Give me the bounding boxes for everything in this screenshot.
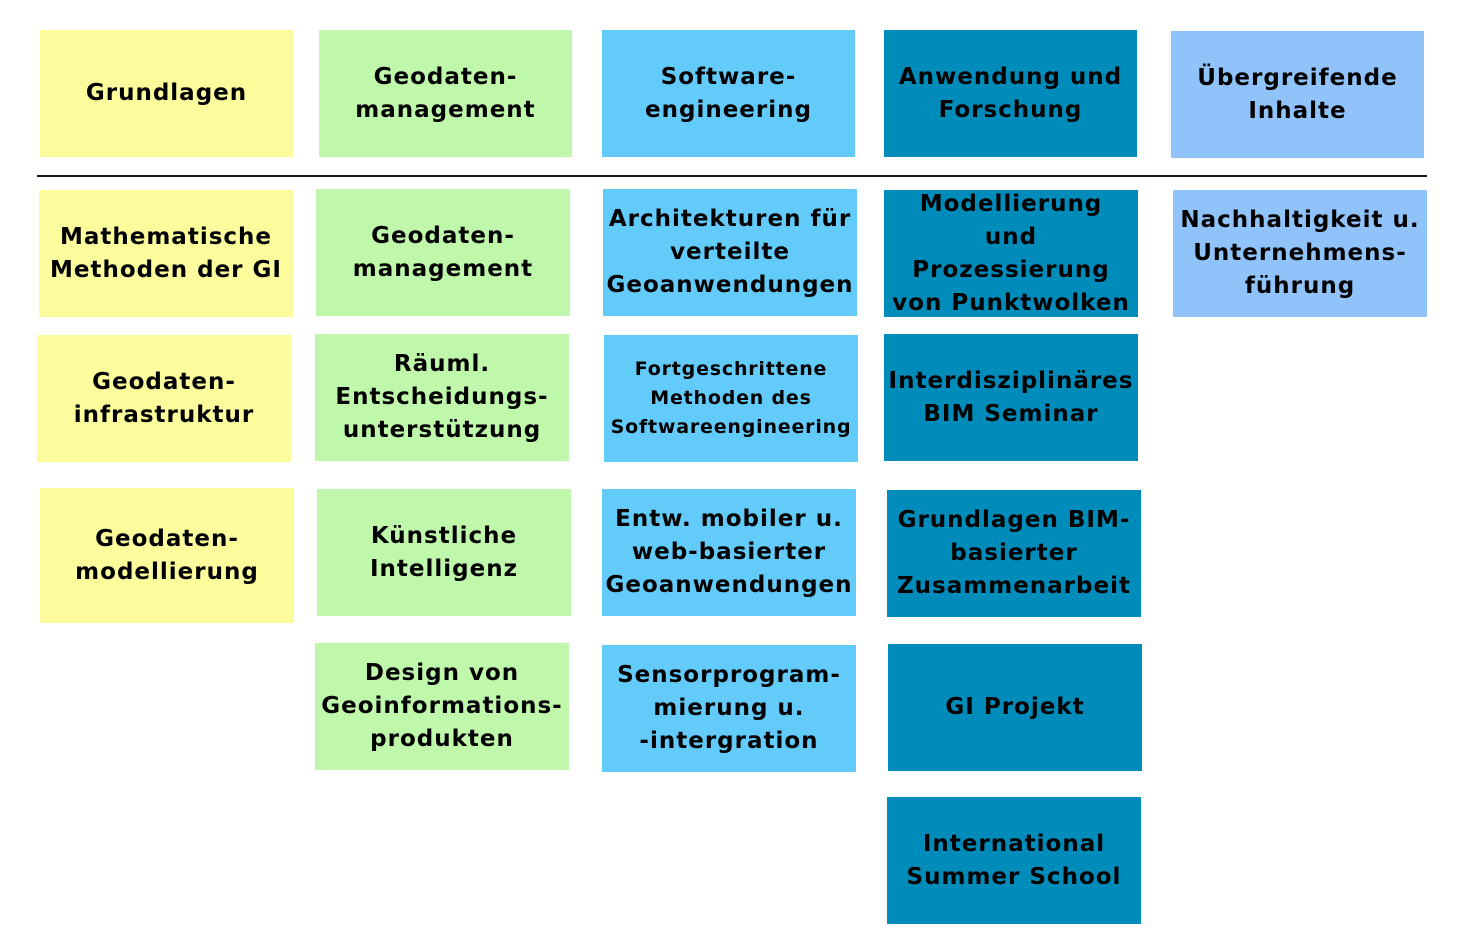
module-label: Sensorprogram- mierung u. -intergration: [617, 662, 841, 754]
module-label: Design von Geoinformations- produkten: [321, 660, 563, 752]
module-label: Räuml. Entscheidungs- unterstützung: [335, 351, 549, 443]
category-header-grundlagen: Grundlagen: [40, 30, 293, 157]
module-label: Geodaten- management: [352, 222, 534, 282]
module-label: Fortgeschrittene Methoden des Softwareen…: [610, 358, 852, 438]
module-box: Modellierung und Prozessierung von Punkt…: [884, 190, 1138, 317]
module-box: Entw. mobiler u. web-basierter Geoanwend…: [602, 489, 856, 616]
module-label: Entw. mobiler u. web-basierter Geoanwend…: [605, 506, 853, 598]
module-label: Geodaten- modellierung: [75, 525, 259, 585]
category-header-label: Grundlagen: [85, 80, 248, 106]
module-box: Geodaten- modellierung: [40, 488, 294, 623]
module-box: Interdisziplinäres BIM Seminar: [884, 334, 1138, 461]
module-box: Design von Geoinformations- produkten: [315, 643, 569, 770]
module-label: GI Projekt: [945, 694, 1085, 720]
module-label: Modellierung und Prozessierung von Punkt…: [892, 190, 1130, 316]
module-box: Geodaten- management: [316, 189, 570, 316]
category-header-geodatenmanagement: Geodaten- management: [319, 30, 572, 157]
category-header-uebergreifend: Übergreifende Inhalte: [1171, 31, 1424, 158]
category-header-anwendung-forschung: Anwendung und Forschung: [884, 30, 1137, 157]
header-divider: [37, 175, 1427, 177]
module-box: Sensorprogram- mierung u. -intergration: [602, 645, 856, 772]
module-label: International Summer School: [906, 830, 1122, 890]
category-header-softwareengineering: Software- engineering: [602, 30, 855, 157]
module-label: Geodaten- infrastruktur: [73, 368, 255, 428]
module-box: Räuml. Entscheidungs- unterstützung: [315, 334, 569, 461]
category-header-label: Übergreifende Inhalte: [1197, 64, 1398, 124]
category-header-label: Software- engineering: [645, 63, 812, 123]
module-box: Architekturen für verteilte Geoanwendung…: [603, 189, 857, 316]
module-box: Mathematische Methoden der GI: [39, 190, 293, 317]
module-label: Architekturen für verteilte Geoanwendung…: [606, 206, 854, 298]
module-box: Fortgeschrittene Methoden des Softwareen…: [604, 335, 858, 462]
module-box: Geodaten- infrastruktur: [37, 335, 291, 462]
module-label: Grundlagen BIM- basierter Zusammenarbeit: [897, 507, 1131, 599]
category-header-label: Geodaten- management: [355, 63, 536, 123]
module-label: Nachhaltigkeit u. Unternehmens- führung: [1180, 207, 1420, 299]
module-label: Künstliche Intelligenz: [369, 522, 518, 582]
module-label: Mathematische Methoden der GI: [50, 223, 282, 283]
module-label: Interdisziplinäres BIM Seminar: [888, 367, 1134, 427]
module-box: GI Projekt: [888, 644, 1142, 771]
module-box: Grundlagen BIM- basierter Zusammenarbeit: [887, 490, 1141, 617]
module-box: International Summer School: [887, 797, 1141, 924]
module-box: Künstliche Intelligenz: [317, 489, 571, 616]
module-box: Nachhaltigkeit u. Unternehmens- führung: [1173, 190, 1427, 317]
category-header-label: Anwendung und Forschung: [898, 63, 1123, 123]
